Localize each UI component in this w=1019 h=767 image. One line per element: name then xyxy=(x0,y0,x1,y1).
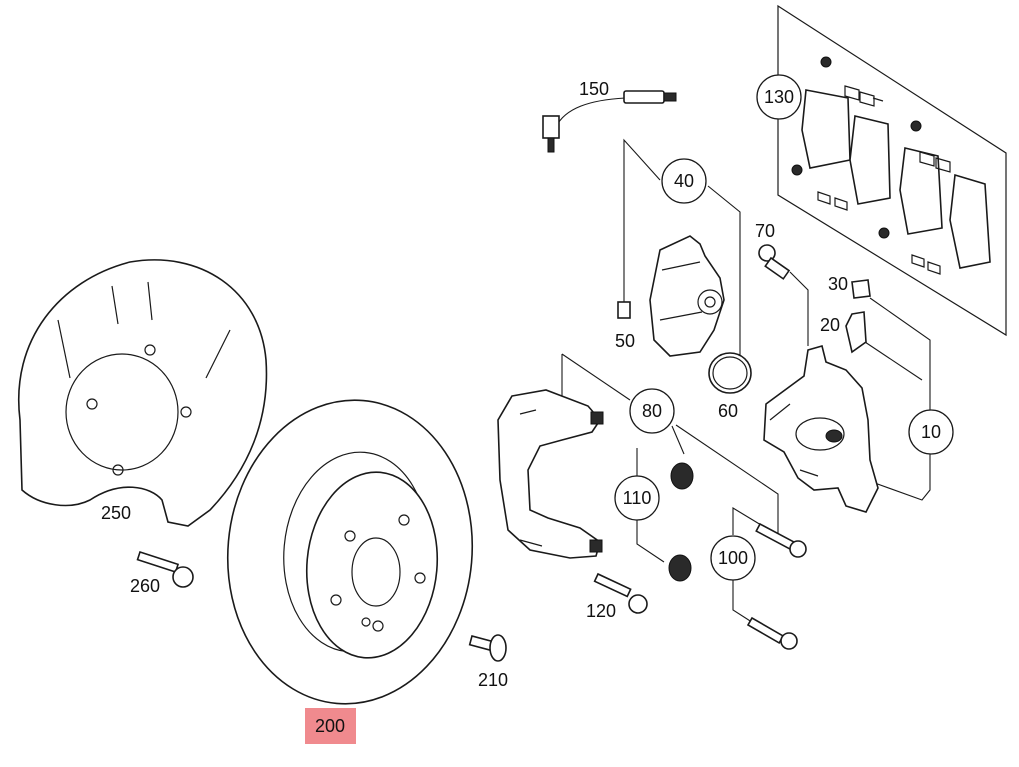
part-label-50: 50 xyxy=(615,331,635,351)
part-label-40: 40 xyxy=(674,171,694,191)
bushing-110-upper[interactable] xyxy=(670,462,694,490)
part-callout-130[interactable]: 130 xyxy=(756,74,802,120)
part-label-110: 110 xyxy=(623,488,652,508)
brake-disc[interactable] xyxy=(215,390,485,714)
part-callout-80[interactable]: 80 xyxy=(629,388,675,434)
bolt-70[interactable] xyxy=(758,244,791,280)
caliper-housing[interactable] xyxy=(649,235,725,357)
part-label-100: 100 xyxy=(718,548,748,568)
part-callout-10[interactable]: 10 xyxy=(908,409,954,455)
part-label-20: 20 xyxy=(820,315,840,335)
part-label-150: 150 xyxy=(579,79,609,99)
caliper[interactable] xyxy=(763,345,879,513)
part-label-120: 120 xyxy=(586,601,616,621)
caliper-carrier[interactable] xyxy=(497,389,604,559)
part-label-10: 10 xyxy=(921,422,941,442)
part-label-250: 250 xyxy=(101,503,131,523)
part-callout-40[interactable]: 40 xyxy=(661,158,707,204)
bolt-50[interactable] xyxy=(617,301,631,319)
wear-sensor[interactable] xyxy=(542,90,677,153)
part-callout-100[interactable]: 100 xyxy=(710,535,756,581)
screw-210[interactable] xyxy=(468,634,507,662)
part-label-60: 60 xyxy=(718,401,738,421)
bolt-260[interactable] xyxy=(136,550,194,588)
bolt-100-lower[interactable] xyxy=(746,616,798,650)
part-label-30: 30 xyxy=(828,274,848,294)
part-label-200: 200 xyxy=(315,716,345,736)
brake-pad-kit-group[interactable] xyxy=(758,4,1007,337)
part-label-210: 210 xyxy=(478,670,508,690)
part-label-70: 70 xyxy=(755,221,775,241)
part-label-80: 80 xyxy=(642,401,662,421)
part-label-130: 130 xyxy=(764,87,794,107)
cap-30[interactable] xyxy=(851,279,871,299)
part-label-260: 260 xyxy=(130,576,160,596)
part-callout-200-highlighted[interactable]: 200 xyxy=(305,708,356,744)
dust-shield[interactable] xyxy=(18,259,268,527)
bolt-120[interactable] xyxy=(593,572,648,614)
bushing-110-lower[interactable] xyxy=(668,554,692,582)
bleeder-20[interactable] xyxy=(845,311,867,354)
o-ring-60[interactable] xyxy=(708,352,752,394)
bolt-100-upper[interactable] xyxy=(755,522,807,558)
part-callout-110[interactable]: 110 xyxy=(614,475,660,521)
